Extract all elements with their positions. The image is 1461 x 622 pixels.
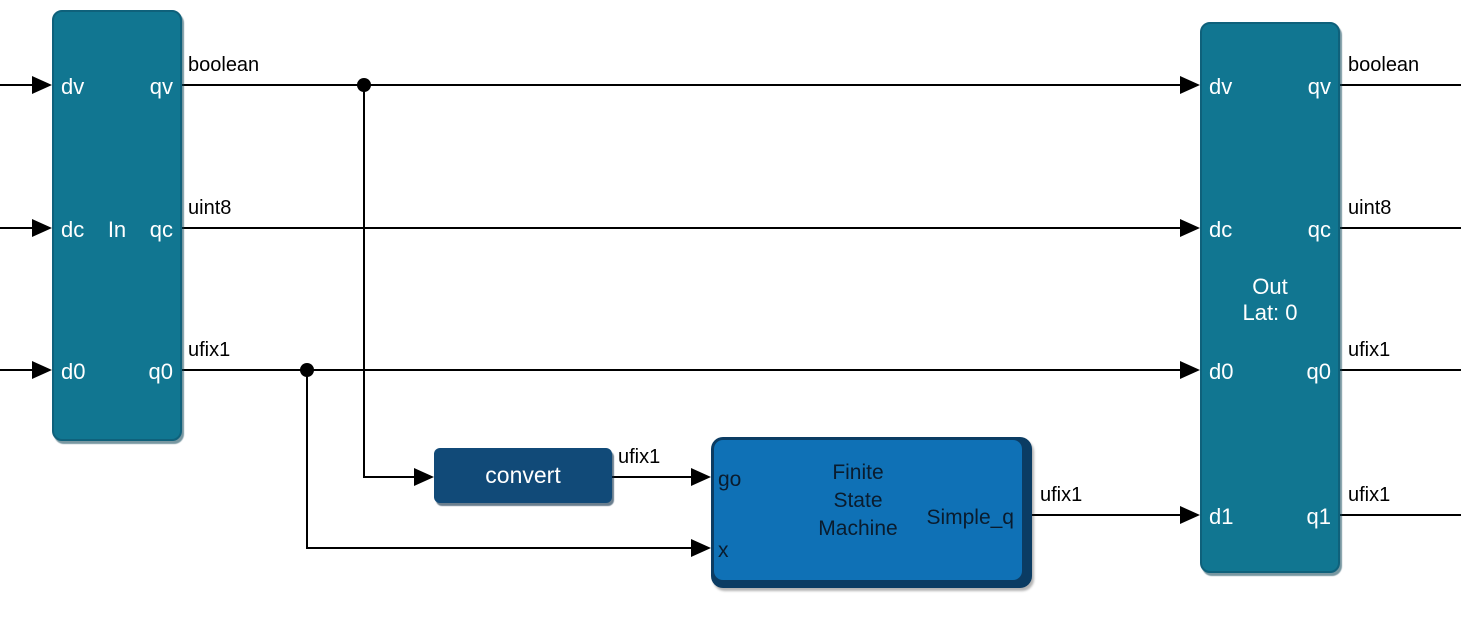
arrowhead-icon xyxy=(1180,76,1200,94)
signal-label-ufix1: ufix1 xyxy=(188,339,231,361)
convert-block-label: convert xyxy=(485,462,561,488)
fsm-title-line3: Machine xyxy=(818,517,898,540)
port-qc: qc xyxy=(1307,217,1331,242)
arrowhead-icon xyxy=(1180,361,1200,379)
port-q0: q0 xyxy=(1306,359,1331,384)
arrowhead-icon xyxy=(1180,219,1200,237)
fsm-block-fill: Finite State Machine go x Simple_q xyxy=(714,440,1022,580)
port-q1: q1 xyxy=(1306,504,1331,529)
port-dc: dc xyxy=(61,217,85,242)
in-block[interactable]: dv qv dc In qc d0 q0 xyxy=(52,10,182,441)
signal-label-boolean: boolean xyxy=(188,54,260,76)
signal-label-ufix1: ufix1 xyxy=(618,446,661,468)
arrowhead-icon xyxy=(691,539,711,557)
junction-dot xyxy=(300,363,314,377)
port-qv: qv xyxy=(1307,74,1331,99)
arrowhead-icon xyxy=(1180,506,1200,524)
port-d0: d0 xyxy=(1209,359,1234,384)
in-port-row-0: d0 q0 xyxy=(54,359,180,385)
port-dv: dv xyxy=(61,74,85,99)
signal-label-boolean: boolean xyxy=(1348,54,1420,76)
signal-label-ufix1: ufix1 xyxy=(1348,484,1391,506)
out-block[interactable]: dv qv dc qc Out Lat: 0 d0 q0 d1 q1 xyxy=(1200,22,1340,573)
out-block-title: Out xyxy=(1252,274,1288,299)
signal-label-uint8: uint8 xyxy=(188,197,232,219)
port-q0: q0 xyxy=(148,359,173,384)
port-d1: d1 xyxy=(1209,504,1234,529)
out-port-row-v: dv qv xyxy=(1202,74,1338,100)
fsm-block[interactable]: Finite State Machine go x Simple_q xyxy=(711,437,1032,588)
port-dv: dv xyxy=(1209,74,1233,99)
port-simple-q: Simple_q xyxy=(926,506,1014,529)
port-d0: d0 xyxy=(61,359,86,384)
signal-label-ufix1: ufix1 xyxy=(1348,339,1391,361)
arrowhead-icon xyxy=(414,468,434,486)
fsm-title-line1: Finite xyxy=(832,461,884,484)
port-x: x xyxy=(718,539,729,562)
arrowhead-icon xyxy=(32,361,52,379)
out-block-title-group: Out Lat: 0 xyxy=(1202,274,1338,326)
in-port-row-c: dc In qc xyxy=(54,217,180,243)
wire-branch-fsm-x[interactable] xyxy=(306,370,693,549)
in-block-title: In xyxy=(107,217,127,242)
port-go: go xyxy=(718,468,742,491)
arrowhead-icon xyxy=(691,468,711,486)
arrowhead-icon xyxy=(32,219,52,237)
port-qv: qv xyxy=(149,74,173,99)
fsm-title-line2: State xyxy=(833,489,883,512)
signal-label-ufix1: ufix1 xyxy=(1040,484,1083,506)
port-dc: dc xyxy=(1209,217,1233,242)
wire-branch-convert[interactable] xyxy=(363,85,416,478)
fsm-block-title: Finite State Machine xyxy=(714,459,1002,543)
out-port-row-1: d1 q1 xyxy=(1202,504,1338,530)
out-port-row-0: d0 q0 xyxy=(1202,359,1338,385)
junction-dot xyxy=(357,78,371,92)
out-block-latency: Lat: 0 xyxy=(1242,300,1298,325)
arrowhead-icon xyxy=(32,76,52,94)
port-qc: qc xyxy=(149,217,173,242)
in-port-row-v: dv qv xyxy=(54,74,180,100)
convert-block[interactable]: convert xyxy=(434,448,612,503)
out-port-row-c: dc qc xyxy=(1202,217,1338,243)
signal-label-uint8: uint8 xyxy=(1348,197,1392,219)
